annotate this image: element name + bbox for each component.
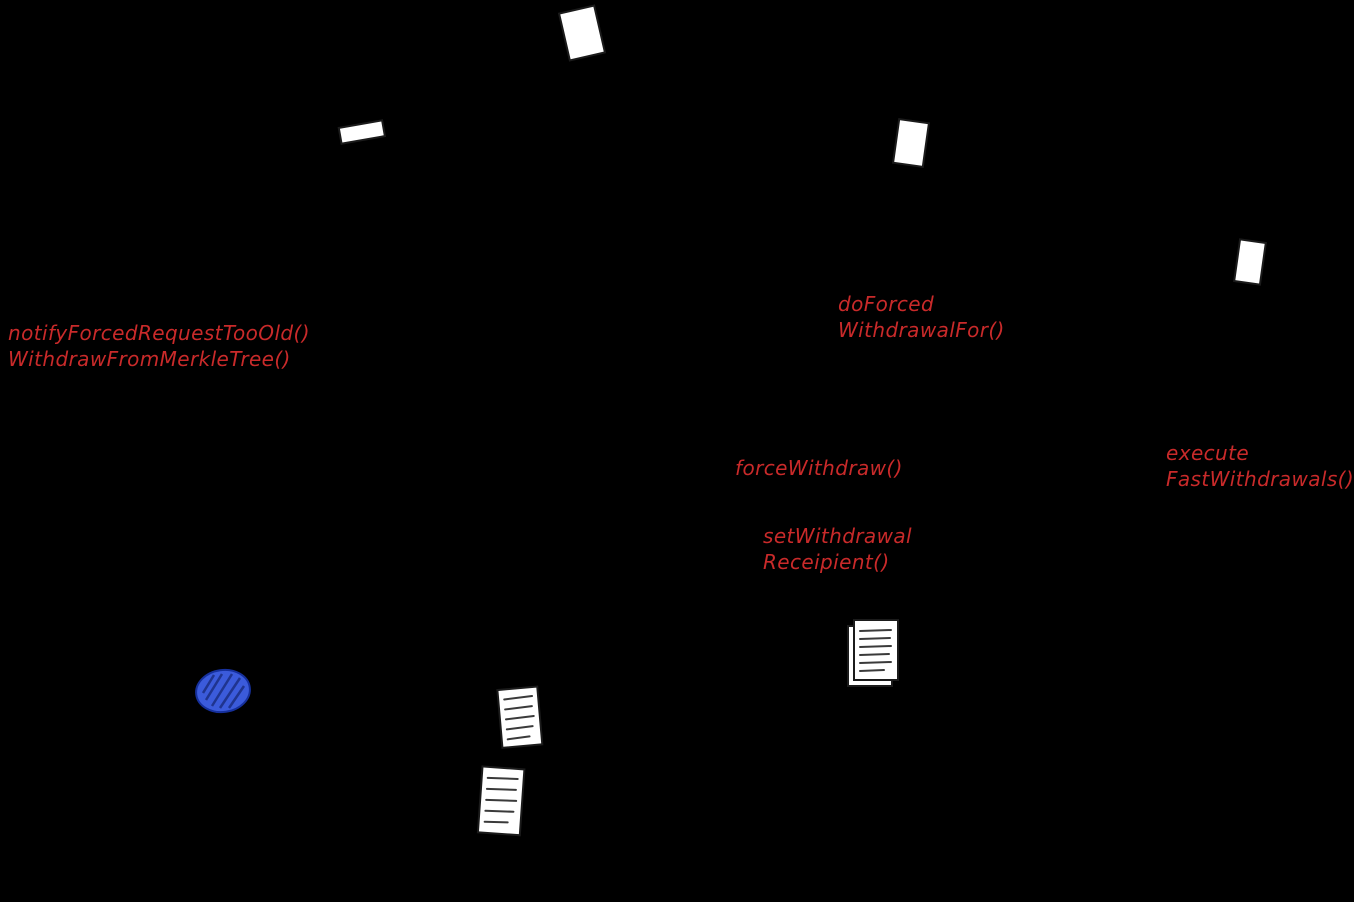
- label-do-forced-withdrawal: doForced WithdrawalFor(): [838, 291, 1005, 343]
- label-line: WithdrawalFor(): [838, 318, 1005, 342]
- label-line: FastWithdrawals(): [1166, 467, 1354, 491]
- label-notify-forced-request: notifyForcedRequestTooOld() WithdrawFrom…: [8, 320, 310, 372]
- label-line: forceWithdraw(): [735, 456, 903, 480]
- document-lines-icon-center: [496, 685, 544, 749]
- scribble-ellipse-icon: [195, 668, 251, 714]
- page-icon-top-center: [557, 4, 607, 62]
- label-line: WithdrawFromMerkleTree(): [8, 347, 291, 371]
- label-line: setWithdrawal: [763, 524, 912, 548]
- document-lines-icon-right: [847, 619, 899, 687]
- page-icon-far-right: [1233, 238, 1267, 286]
- label-set-withdrawal-recipient: setWithdrawal Receipient(): [763, 523, 912, 575]
- label-line: execute: [1166, 441, 1250, 465]
- label-line: Receipient(): [763, 550, 890, 574]
- page-icon-upper-right: [891, 117, 931, 169]
- label-execute-fast-withdrawals: execute FastWithdrawals(): [1166, 440, 1354, 492]
- document-lines-icon-bottom: [476, 765, 526, 837]
- label-line: notifyForcedRequestTooOld(): [8, 321, 310, 345]
- label-line: doForced: [838, 292, 935, 316]
- label-force-withdraw: forceWithdraw(): [735, 455, 903, 481]
- card-icon-left: [337, 119, 387, 145]
